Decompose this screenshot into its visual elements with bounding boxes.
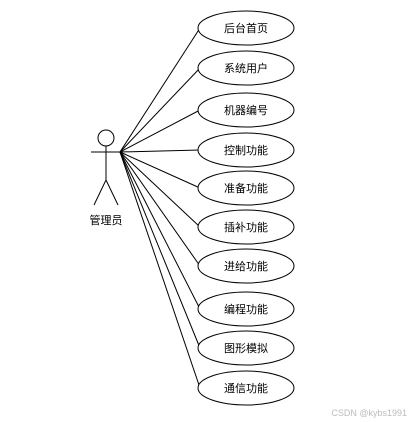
use-case-label: 准备功能 — [224, 181, 268, 195]
use-case: 系统用户 — [197, 50, 295, 86]
use-case-label: 图形模拟 — [224, 341, 268, 355]
use-case-ellipse — [197, 92, 295, 128]
use-case: 通信功能 — [197, 370, 295, 406]
use-case-ellipse — [197, 132, 295, 168]
use-case-label: 系统用户 — [224, 61, 268, 75]
watermark: CSDN @kybs1991 — [331, 408, 407, 418]
actor-right-leg — [105, 179, 119, 206]
use-case-ellipse — [197, 330, 295, 366]
association-line — [119, 151, 201, 228]
actor-head — [97, 129, 115, 147]
association-line — [119, 151, 201, 389]
use-case-ellipse — [197, 291, 295, 327]
association-line — [119, 149, 201, 153]
use-case-ellipse — [197, 370, 295, 406]
use-case: 编程功能 — [197, 291, 295, 327]
use-case: 进给功能 — [197, 248, 295, 284]
association-line — [119, 27, 201, 153]
use-case-ellipse — [197, 10, 295, 46]
use-case-label: 后台首页 — [224, 21, 268, 35]
use-case-label: 进给功能 — [224, 259, 268, 273]
use-case-ellipse — [197, 209, 295, 245]
use-case: 机器编号 — [197, 92, 295, 128]
use-case-label: 机器编号 — [224, 103, 268, 117]
use-case-label: 插补功能 — [224, 220, 268, 234]
association-line — [119, 151, 201, 189]
use-case: 插补功能 — [197, 209, 295, 245]
use-case: 后台首页 — [197, 10, 295, 46]
use-case-label: 控制功能 — [224, 143, 268, 157]
use-case: 准备功能 — [197, 170, 295, 206]
use-case-ellipse — [197, 248, 295, 284]
association-line — [119, 151, 201, 310]
association-lines — [119, 27, 201, 389]
use-case-ellipse — [197, 50, 295, 86]
association-line — [119, 151, 201, 267]
use-case: 控制功能 — [197, 132, 295, 168]
actor: 管理员 — [90, 129, 123, 227]
actor-label: 管理员 — [90, 213, 123, 227]
use-case-label: 编程功能 — [224, 302, 268, 316]
use-case: 图形模拟 — [197, 330, 295, 366]
use-case-ellipse — [197, 170, 295, 206]
association-line — [119, 151, 201, 349]
association-line — [119, 67, 201, 153]
actor-left-leg — [93, 179, 107, 206]
association-line — [119, 109, 201, 153]
use-case-label: 通信功能 — [224, 381, 268, 395]
